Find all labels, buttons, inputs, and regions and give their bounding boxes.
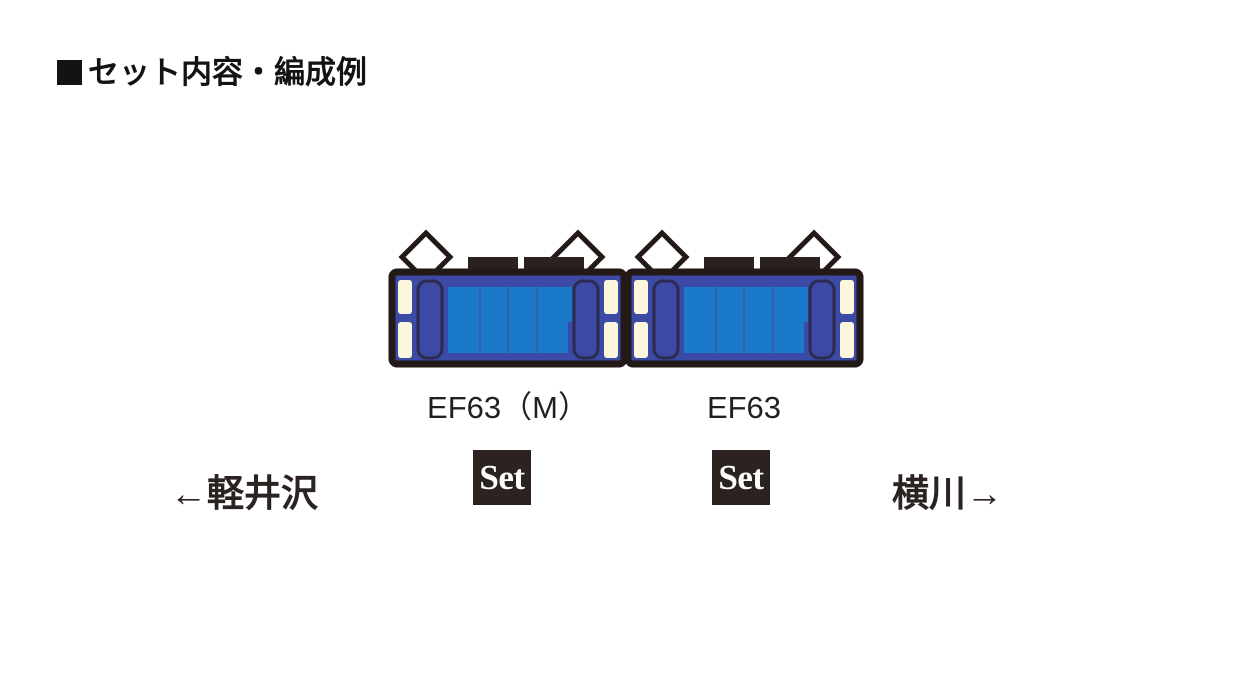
section-header: セット内容・編成例 [57, 57, 367, 88]
window-band-extra [772, 287, 808, 322]
cab-stripe-right-upper [840, 280, 854, 314]
cab-stripe-left-lower [634, 322, 648, 358]
cab-stripe-right-lower [840, 322, 854, 358]
set-badge-2: Set [712, 450, 770, 505]
window-band-extra [536, 287, 572, 322]
cab-door-left [416, 279, 444, 360]
black-square-icon [57, 60, 82, 85]
set-badge-1: Set [473, 450, 531, 505]
page-title: セット内容・編成例 [88, 55, 367, 90]
formation-diagram: ←軽井沢 [0, 210, 1244, 512]
vehicle-caption-2: EF63 [706, 390, 782, 425]
cab-door-left [652, 279, 680, 360]
vehicle-icon-1 [388, 210, 628, 375]
vehicle-icon-2 [624, 210, 864, 375]
cab-stripe-right-lower [604, 322, 618, 358]
cab-stripe-left-upper [398, 280, 412, 314]
vehicle-caption-1: EF63（M） [427, 390, 589, 425]
cab-stripe-right-upper [604, 280, 618, 314]
cab-stripe-left-upper [634, 280, 648, 314]
direction-label-right: 横川→ [892, 473, 1003, 514]
cab-door-right [572, 279, 600, 360]
cab-door-right [808, 279, 836, 360]
direction-label-left: ←軽井沢 [170, 473, 318, 514]
cab-stripe-left-lower [398, 322, 412, 358]
